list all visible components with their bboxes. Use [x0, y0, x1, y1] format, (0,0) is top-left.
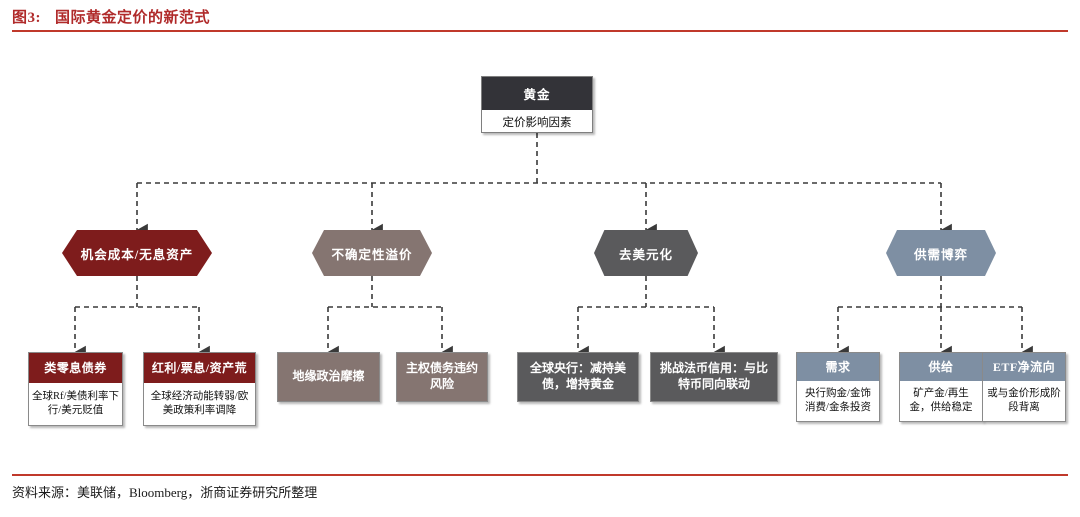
diagram-canvas: 黄金 定价影响因素 机会成本/无息资产 不确定性溢价 去美元化 供需博弈 类零息…	[0, 34, 1080, 474]
leaf-body: 央行购金/金饰消费/金条投资	[805, 387, 871, 413]
leaf-body: 全球Rf/美债利率下行/美元贬值	[32, 390, 119, 416]
leaf-body: 矿产金/再生金，供给稳定	[909, 387, 973, 413]
root-node-body: 定价影响因素	[502, 116, 572, 129]
root-node-header: 黄金	[482, 77, 592, 110]
leaf-header: 类零息债券	[29, 353, 122, 383]
leaf-header: 供给	[900, 353, 982, 381]
leaf-geopolitical-friction[interactable]: 地缘政治摩擦	[277, 352, 380, 402]
source-divider	[12, 474, 1068, 476]
leaf-etf-net-flow[interactable]: ETF净流向 或与金价形成阶段背离	[982, 352, 1066, 422]
root-node-gold[interactable]: 黄金 定价影响因素	[481, 76, 593, 133]
figure-header: 图3: 国际黄金定价的新范式	[0, 0, 1080, 34]
title-divider	[12, 30, 1068, 32]
figure-title-text: 国际黄金定价的新范式	[55, 10, 211, 26]
leaf-body: 或与金价形成阶段背离	[987, 387, 1061, 413]
source-note: 资料来源：美联储，Bloomberg，浙商证券研究所整理	[12, 485, 318, 500]
branch-hex-de-dollarization[interactable]: 去美元化	[594, 230, 698, 276]
leaf-header: 需求	[797, 353, 879, 381]
leaf-central-banks[interactable]: 全球央行：减持美债，增持黄金	[517, 352, 639, 402]
figure-number: 图3:	[12, 10, 41, 26]
leaf-header: 红利/票息/资产荒	[144, 353, 255, 383]
leaf-dividend-coupon-asset-shortage[interactable]: 红利/票息/资产荒 全球经济动能转弱/欧美政策利率调降	[143, 352, 256, 426]
branch-hex-supply-demand[interactable]: 供需博弈	[886, 230, 996, 276]
leaf-zero-coupon-bond[interactable]: 类零息债券 全球Rf/美债利率下行/美元贬值	[28, 352, 123, 426]
leaf-header: ETF净流向	[983, 353, 1065, 381]
leaf-body: 全球经济动能转弱/欧美政策利率调降	[150, 390, 249, 416]
page-title: 图3: 国际黄金定价的新范式	[12, 6, 210, 27]
leaf-fiat-credibility-bitcoin[interactable]: 挑战法币信用：与比特币同向联动	[650, 352, 778, 402]
branch-hex-opportunity-cost[interactable]: 机会成本/无息资产	[62, 230, 212, 276]
connector-lines	[74, 133, 1033, 359]
leaf-sovereign-default-risk[interactable]: 主权债务违约风险	[396, 352, 488, 402]
leaf-supply[interactable]: 供给 矿产金/再生金，供给稳定	[899, 352, 983, 422]
leaf-demand[interactable]: 需求 央行购金/金饰消费/金条投资	[796, 352, 880, 422]
branch-hex-uncertainty-premium[interactable]: 不确定性溢价	[312, 230, 432, 276]
